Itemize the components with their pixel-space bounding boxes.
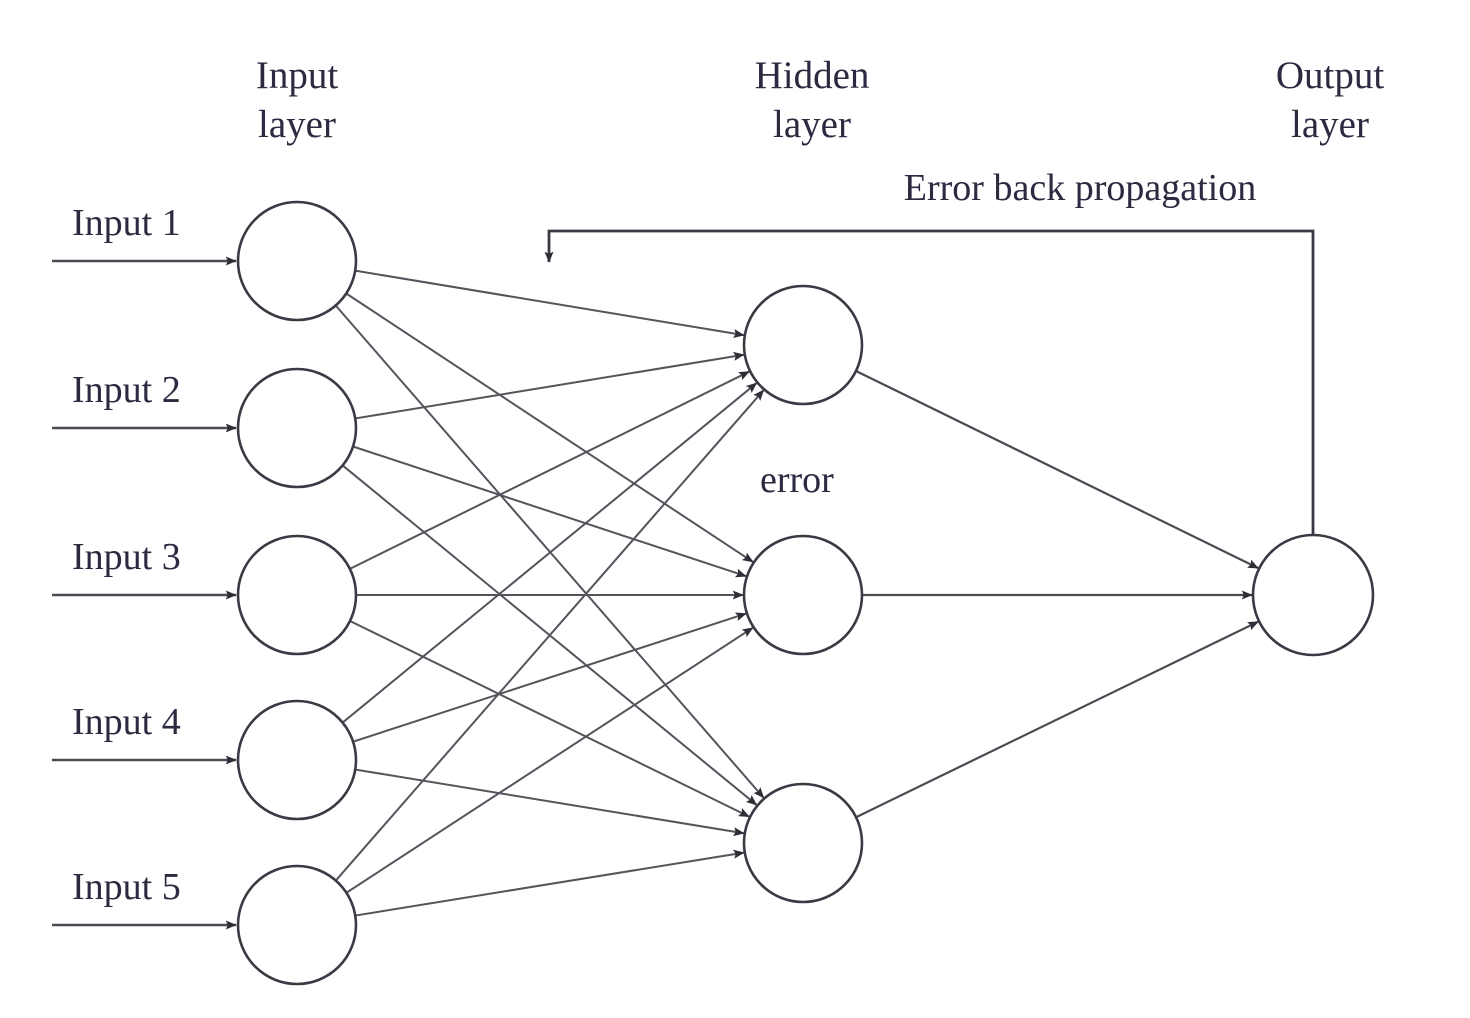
backprop-path-group (544, 229, 1315, 535)
input-label-1: Input 1 (72, 202, 181, 244)
edge-input-5-hidden-3 (355, 849, 745, 917)
edge-input-4-hidden-1 (341, 382, 758, 724)
edge-input-2-hidden-1 (355, 351, 745, 420)
input-neuron-1[interactable] (236, 200, 358, 322)
edge-input-1-hidden-2 (345, 292, 754, 563)
edge-input-1-hidden-1 (355, 269, 745, 338)
hidden-node-group (742, 284, 864, 904)
output-layer-title-line1: Output (1276, 54, 1385, 97)
input-node-group (236, 200, 358, 986)
hidden-layer-title-line1: Hidden (755, 54, 870, 97)
edges-input-to-hidden (334, 269, 765, 917)
edges-hidden-to-output (855, 369, 1259, 819)
edge-input-5-hidden-1 (335, 389, 765, 882)
input-neuron-4[interactable] (236, 699, 358, 821)
hidden-neuron-3[interactable] (742, 782, 864, 904)
edge-input-3-hidden-1 (349, 370, 750, 570)
input-neuron-2[interactable] (236, 367, 358, 489)
label-group: Input 1 Input 2 Input 3 Input 4 Input 5 Input… (72, 54, 1384, 908)
backprop-arrow (544, 229, 1315, 535)
input-label-3: Input 3 (72, 536, 181, 578)
input-layer-title-line1: Input (256, 54, 338, 97)
hidden-neuron-1[interactable] (742, 284, 864, 406)
input-layer-title-line2: layer (258, 103, 336, 146)
input-arrow-group (52, 256, 237, 930)
input-label-4: Input 4 (72, 701, 181, 743)
edge-hidden-3-output (855, 620, 1259, 819)
output-node-group (1251, 533, 1375, 657)
error-label: error (760, 459, 834, 501)
hidden-neuron-2[interactable] (742, 534, 864, 656)
edge-hidden-1-output (855, 369, 1259, 570)
edge-input-2-hidden-2 (352, 445, 747, 578)
input-label-2: Input 2 (72, 369, 181, 411)
edge-input-4-hidden-3 (355, 768, 745, 837)
edge-input-3-hidden-3 (349, 620, 750, 818)
edge-input-5-hidden-2 (345, 626, 754, 894)
input-label-5: Input 5 (72, 866, 181, 908)
input-neuron-3[interactable] (236, 534, 358, 656)
input-neuron-5[interactable] (236, 864, 358, 986)
hidden-layer-title-line2: layer (773, 103, 851, 146)
output-layer-title-line2: layer (1291, 103, 1369, 146)
edge-input-4-hidden-2 (352, 612, 747, 743)
output-neuron-1[interactable] (1251, 533, 1375, 657)
backprop-label: Error back propagation (904, 167, 1256, 209)
